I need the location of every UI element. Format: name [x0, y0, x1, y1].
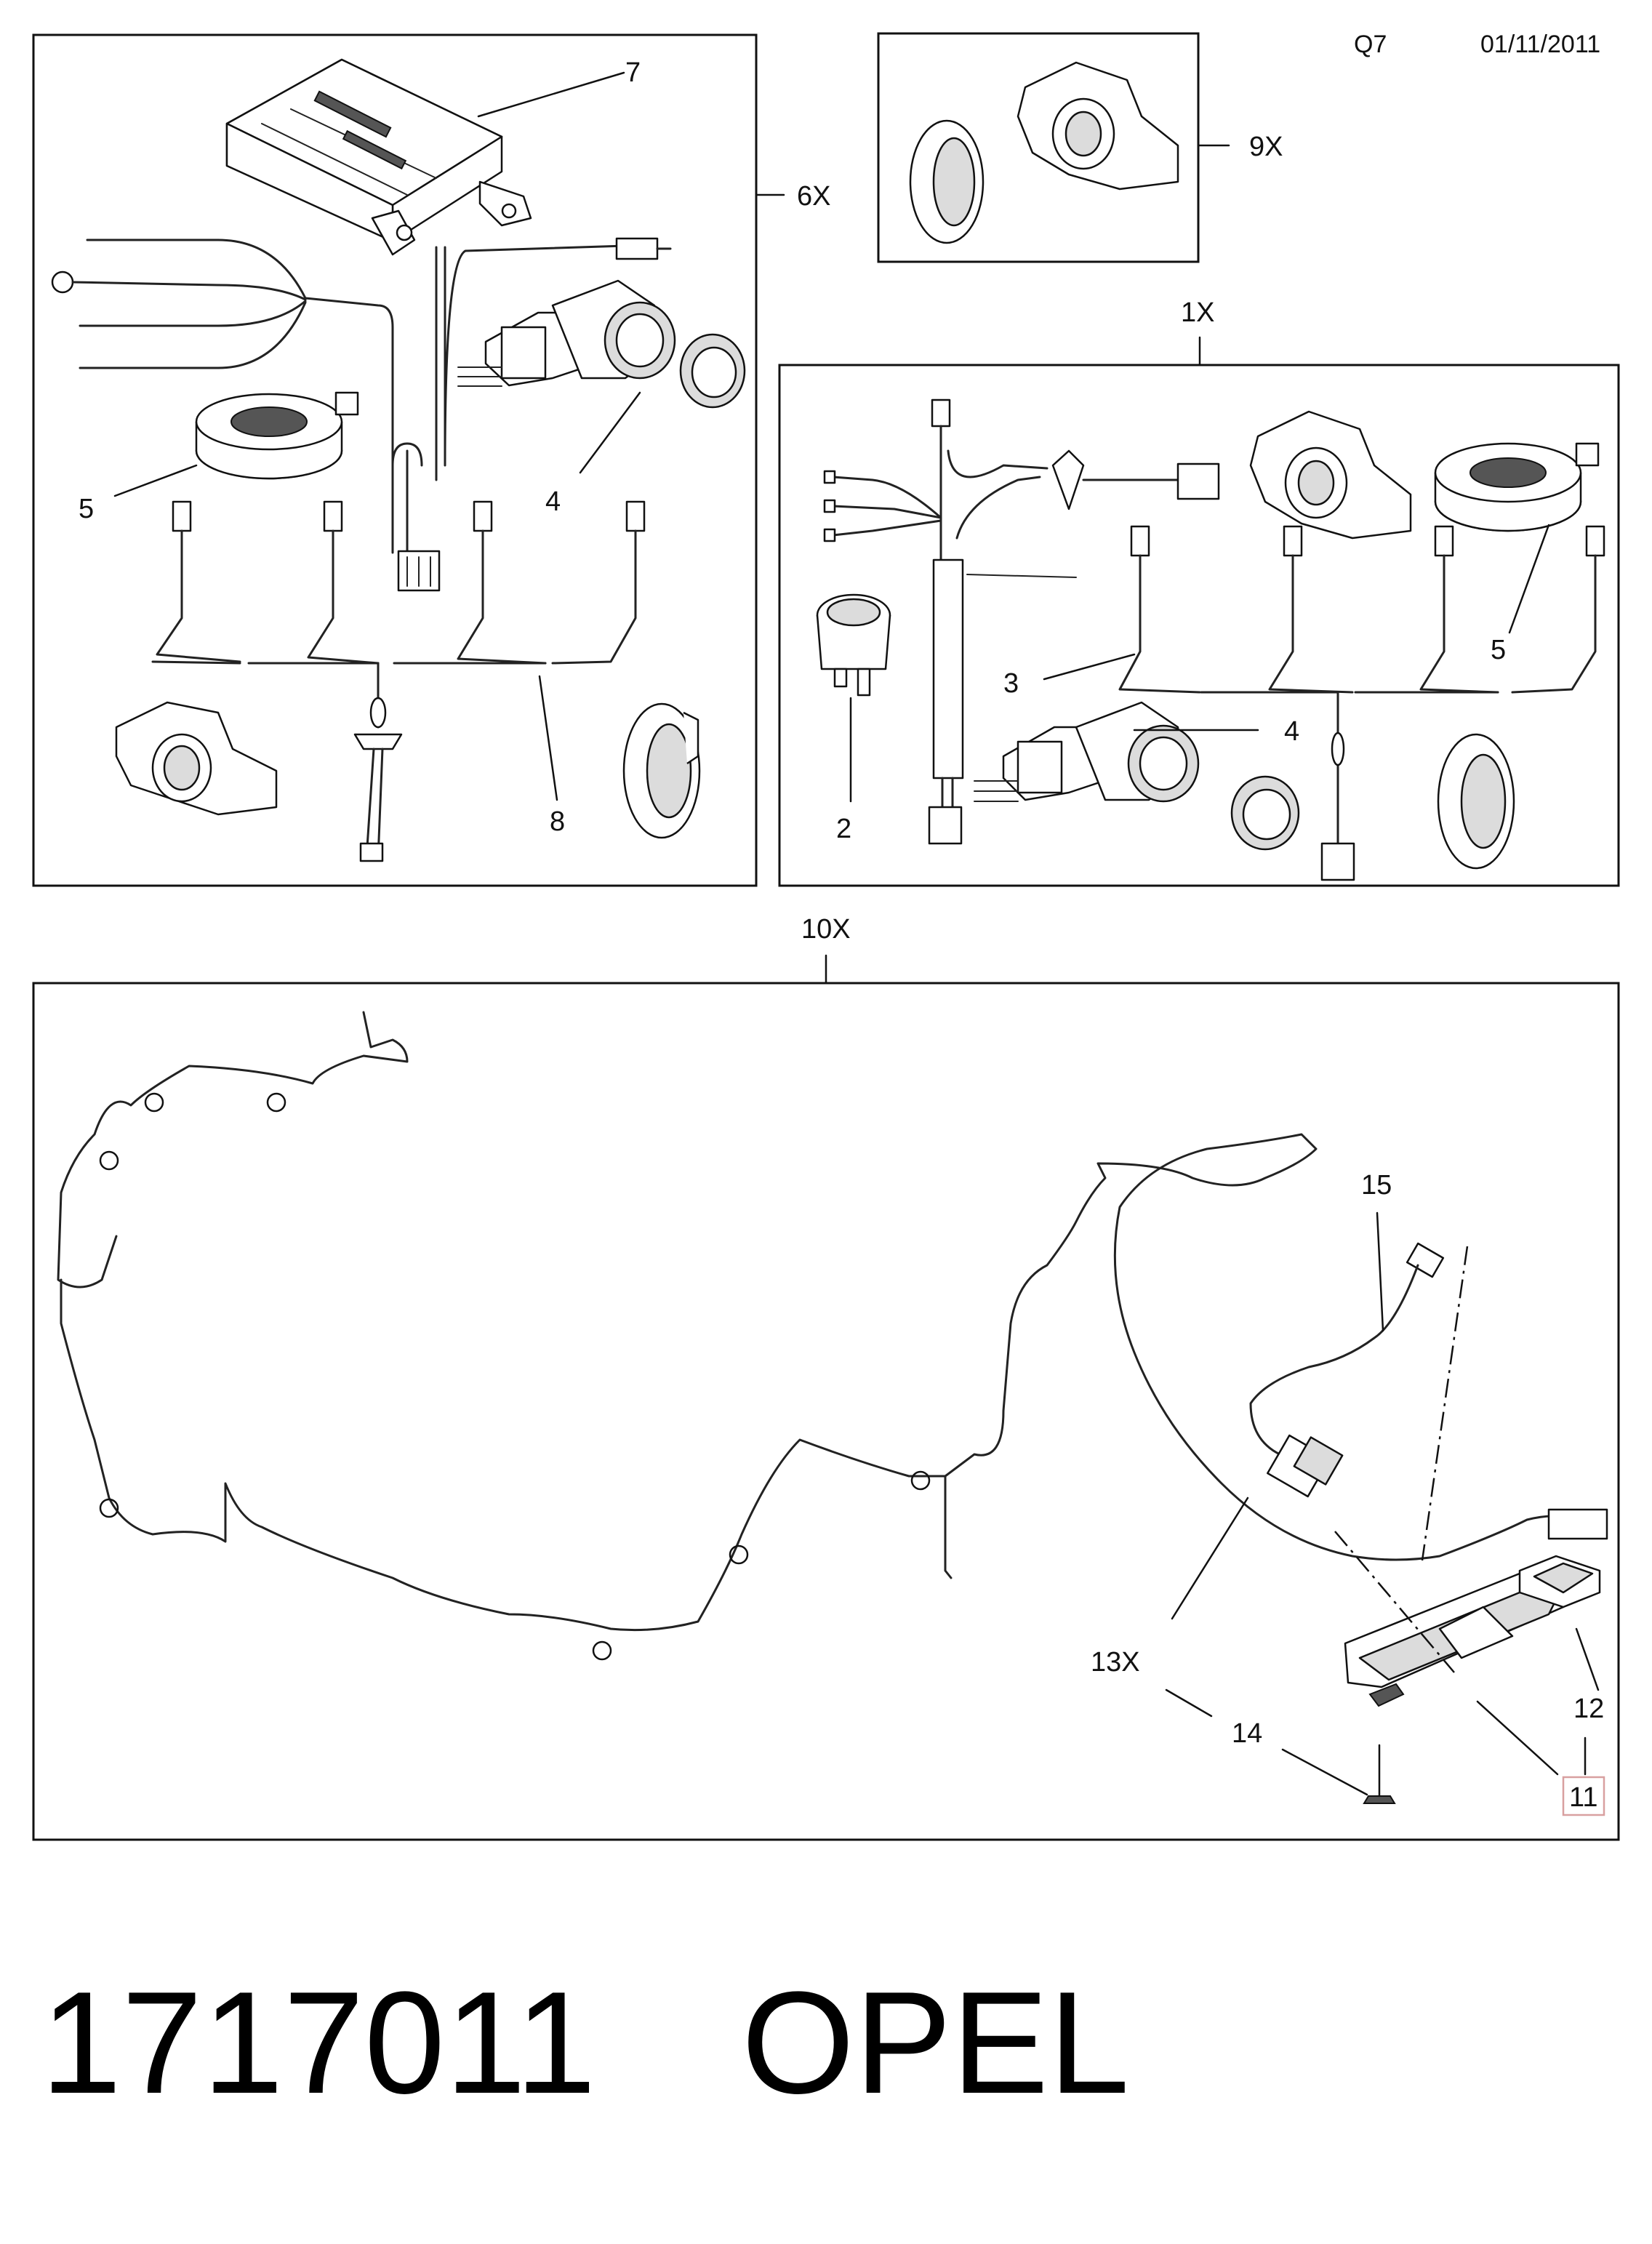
callout-10x-13x: 13X — [1091, 1647, 1140, 1678]
bracket-9x — [1017, 61, 1179, 191]
screw-10x — [1363, 1744, 1396, 1804]
group-6x: 6X 7 — [32, 33, 830, 887]
switch-1x — [816, 593, 891, 697]
bezel-1x — [1437, 733, 1515, 870]
harness-6x — [51, 237, 672, 592]
group-10x-frame — [32, 982, 1620, 1841]
callout-6x-4: 4 — [545, 486, 561, 517]
sensor-wires-6x — [151, 500, 646, 862]
group-6x-frame — [32, 33, 758, 887]
sensor-1x — [974, 701, 1300, 851]
buzzer-6x — [195, 391, 359, 480]
camera-assembly — [1249, 1242, 1601, 1707]
sensor-wires-1x — [1118, 525, 1605, 881]
callout-1x-2: 2 — [836, 814, 851, 844]
sheet-date: 01/11/2011 — [1480, 31, 1600, 58]
bracket-6x — [115, 701, 278, 816]
group-6x-label: 6X — [797, 181, 830, 212]
callout-10x-11: 11 — [1569, 1782, 1597, 1813]
callout-10x-15: 15 — [1361, 1170, 1392, 1201]
group-9x: 9X — [877, 32, 1283, 263]
callout-6x-8: 8 — [550, 806, 565, 837]
bracket-1x — [1249, 410, 1412, 540]
callout-1x-5: 5 — [1491, 635, 1506, 665]
group-9x-frame — [877, 32, 1200, 263]
group-9x-label: 9X — [1249, 132, 1283, 162]
bezel-6x — [622, 702, 701, 839]
part-number: 1717011 — [41, 1962, 596, 2124]
callout-10x-14: 14 — [1232, 1718, 1262, 1749]
group-10x: 10X 15 13X 14 — [32, 914, 1620, 1841]
sheet-code: Q7 — [1354, 31, 1387, 58]
brand-name: OPEL — [741, 1962, 1130, 2124]
callout-6x-5: 5 — [79, 494, 94, 524]
footer: 1717011 OPEL — [41, 1963, 1129, 2123]
rear-harness — [57, 1011, 1572, 1632]
harness-1x — [823, 398, 1220, 845]
callout-10x-12: 12 — [1573, 1694, 1604, 1724]
group-1x: 1X — [778, 297, 1620, 887]
callout-6x-7: 7 — [625, 57, 641, 88]
buzzer-1x — [1434, 442, 1600, 532]
group-10x-label: 10X — [801, 914, 851, 945]
group-1x-label: 1X — [1181, 297, 1214, 328]
bezel-9x — [909, 119, 985, 244]
control-module — [225, 58, 532, 256]
callout-1x-4: 4 — [1284, 716, 1299, 747]
callout-1x-3: 3 — [1003, 668, 1019, 699]
sensor-6x — [457, 279, 746, 409]
